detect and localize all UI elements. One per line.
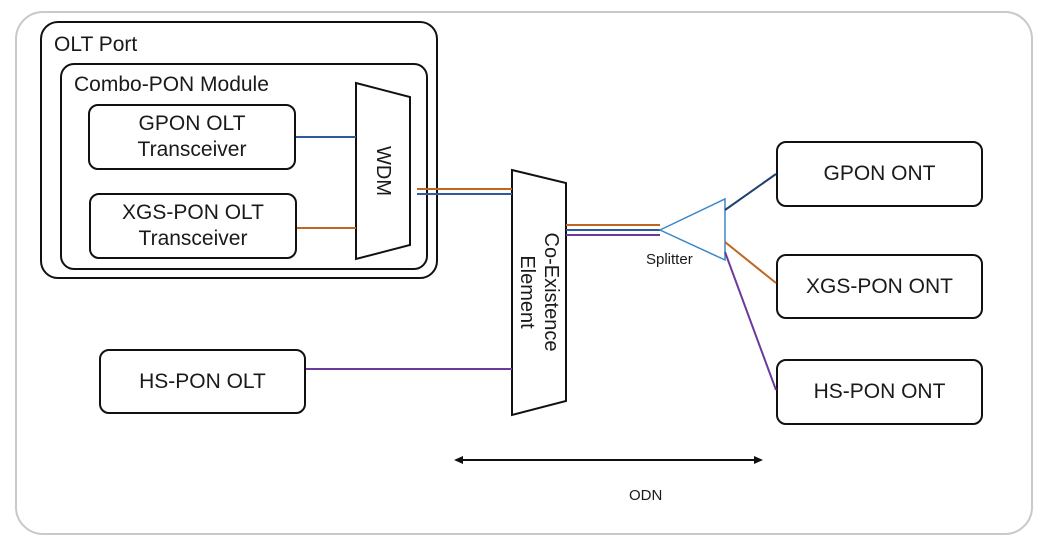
coexistence-label: Co-Existence Element [515, 230, 563, 354]
olt-port-container [40, 21, 438, 279]
gpon-olt-line1: GPON OLT [138, 112, 246, 135]
xgs-ont-label: XGS-PON ONT [805, 274, 953, 298]
diagram-frame [15, 11, 1033, 535]
gpon-ont-label: GPON ONT [823, 162, 936, 185]
hs-olt-label: HS-PON OLT [139, 369, 266, 393]
gpon-olt-transceiver: GPON OLT Transceiver [88, 104, 296, 170]
wdm-label: WDM [372, 146, 394, 196]
olt-port-title: OLT Port [54, 33, 138, 56]
combo-pon-module-container [60, 63, 428, 270]
xgs-pon-olt-transceiver: XGS-PON OLT Transceiver [89, 193, 297, 259]
hs-pon-olt: HS-PON OLT [99, 349, 306, 414]
coexistence-line2: Element [516, 255, 538, 329]
xgs-pon-ont: XGS-PON ONT [776, 254, 983, 319]
splitter-shape [658, 197, 726, 262]
odn-arrow-right-head [754, 456, 763, 464]
wdm-shape [355, 81, 411, 261]
gpon-olt-line2: Transceiver [137, 138, 247, 161]
coexistence-shape [511, 168, 567, 417]
odn-arrow-left-head [454, 456, 463, 464]
coexistence-line1: Co-Existence [540, 232, 562, 352]
splitter-label: Splitter [646, 251, 693, 268]
combo-pon-module-title: Combo-PON Module [74, 73, 269, 96]
splitter-to-gpon-ont-line [724, 173, 777, 211]
xgs-olt-line1: XGS-PON OLT [122, 201, 264, 224]
gpon-ont: GPON ONT [776, 141, 983, 207]
splitter-to-xgs-ont-line [724, 241, 777, 284]
splitter-to-hs-ont-line [724, 251, 777, 391]
xgs-olt-line2: Transceiver [138, 227, 248, 250]
hs-pon-ont: HS-PON ONT [776, 359, 983, 425]
hs-ont-label: HS-PON ONT [813, 380, 946, 403]
odn-label: ODN [629, 487, 663, 504]
